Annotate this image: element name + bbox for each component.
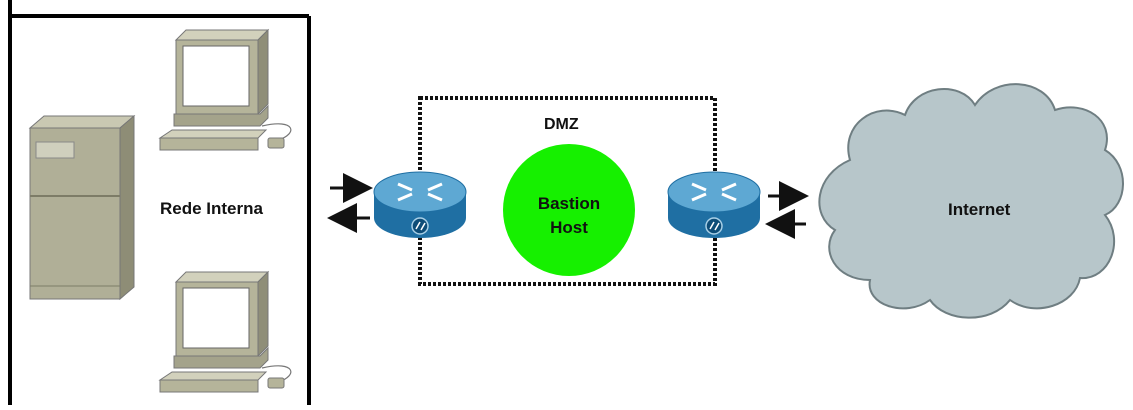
dmz-label: DMZ [544, 116, 579, 133]
internet-label: Internet [948, 200, 1011, 219]
bastion-host-label: Bastion Host [513, 192, 625, 240]
bastion-host-node [503, 144, 635, 276]
right-arrows [765, 181, 809, 239]
server-icon [28, 114, 136, 301]
internal-network-label: Rede Interna [160, 199, 263, 218]
bastion-host-label-line2: Host [550, 218, 588, 237]
left-arrows [327, 173, 373, 233]
internal-network-frame [8, 0, 311, 405]
workstation-top-icon [158, 28, 292, 151]
internet-cloud-icon [818, 83, 1124, 319]
router-right-icon [667, 171, 761, 238]
router-left-icon [373, 171, 467, 238]
workstation-bottom-icon [158, 270, 292, 393]
bastion-host-label-line1: Bastion [537, 194, 601, 213]
